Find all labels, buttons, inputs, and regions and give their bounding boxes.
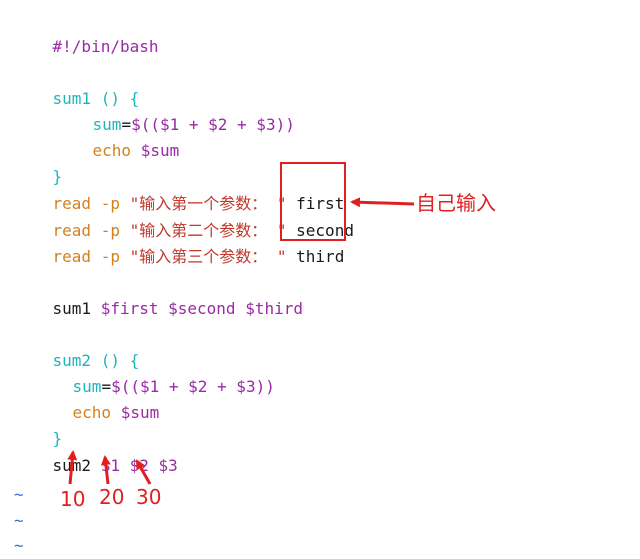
arrow-to-input-box	[350, 197, 415, 208]
arith-expr: $(($1 + $2 + $3))	[131, 115, 295, 134]
shebang: #!/bin/bash	[52, 37, 159, 56]
annotation-self-input: 自己输入	[416, 191, 496, 215]
annotation-value-1: 10	[60, 487, 86, 511]
code-line-sum2-assign: sum=$(($1 + $2 + $3))	[34, 348, 275, 396]
input-value: first	[296, 194, 345, 213]
input-highlight-box	[280, 162, 346, 241]
arrow-arg1	[67, 450, 78, 485]
read-flag: -p	[100, 194, 120, 213]
code-line-call1: sum1 $first $second $third	[14, 270, 303, 318]
variable-ref: $sum	[140, 141, 180, 160]
read-command: read	[52, 221, 92, 240]
function-name: sum2	[52, 351, 92, 370]
function-name: sum1	[52, 89, 92, 108]
read-command: read	[52, 247, 92, 266]
keyword: echo	[92, 141, 132, 160]
code-line-shebang: #!/bin/bash	[14, 8, 159, 56]
code-line-read3: read -p "输入第三个参数： " third	[14, 218, 345, 266]
code-line-sum1-assign: sum=$(($1 + $2 + $3))	[54, 86, 295, 134]
annotation-value-3: 30	[136, 485, 162, 509]
input-value: third	[296, 247, 345, 266]
code-line-close2: }	[14, 400, 63, 448]
function-call: sum1	[52, 299, 92, 318]
function-parens: () {	[91, 351, 140, 370]
call-args: $first $second $third	[100, 299, 303, 318]
read-command: read	[52, 194, 92, 213]
code-line-sum2-echo: echo $sum	[34, 374, 160, 422]
equals: =	[101, 377, 112, 396]
read-flag: -p	[100, 221, 120, 240]
variable-ref: $sum	[120, 403, 160, 422]
closing-brace: }	[52, 167, 63, 186]
arith-expr: $(($1 + $2 + $3))	[111, 377, 275, 396]
read-flag: -p	[100, 247, 120, 266]
keyword: echo	[72, 403, 112, 422]
input-value: second	[296, 221, 354, 240]
variable: sum	[72, 377, 102, 396]
closing-brace: }	[52, 429, 63, 448]
code-line-sum1-echo: echo $sum	[54, 112, 180, 160]
equals: =	[121, 115, 132, 134]
empty-line-tilde: ~	[14, 485, 24, 504]
prompt-string: "输入第三个参数： "	[129, 247, 287, 266]
arrow-arg3	[135, 459, 152, 485]
code-line-sum2-def: sum2 () {	[14, 322, 140, 370]
empty-line-tilde: ~	[14, 536, 24, 555]
code-line-close1: }	[14, 138, 63, 186]
variable: sum	[92, 115, 122, 134]
function-parens: () {	[91, 89, 140, 108]
annotation-value-2: 20	[99, 485, 125, 509]
code-line-sum1-def: sum1 () {	[14, 60, 140, 108]
arrow-arg2	[100, 455, 111, 485]
empty-line-tilde: ~	[14, 511, 24, 530]
